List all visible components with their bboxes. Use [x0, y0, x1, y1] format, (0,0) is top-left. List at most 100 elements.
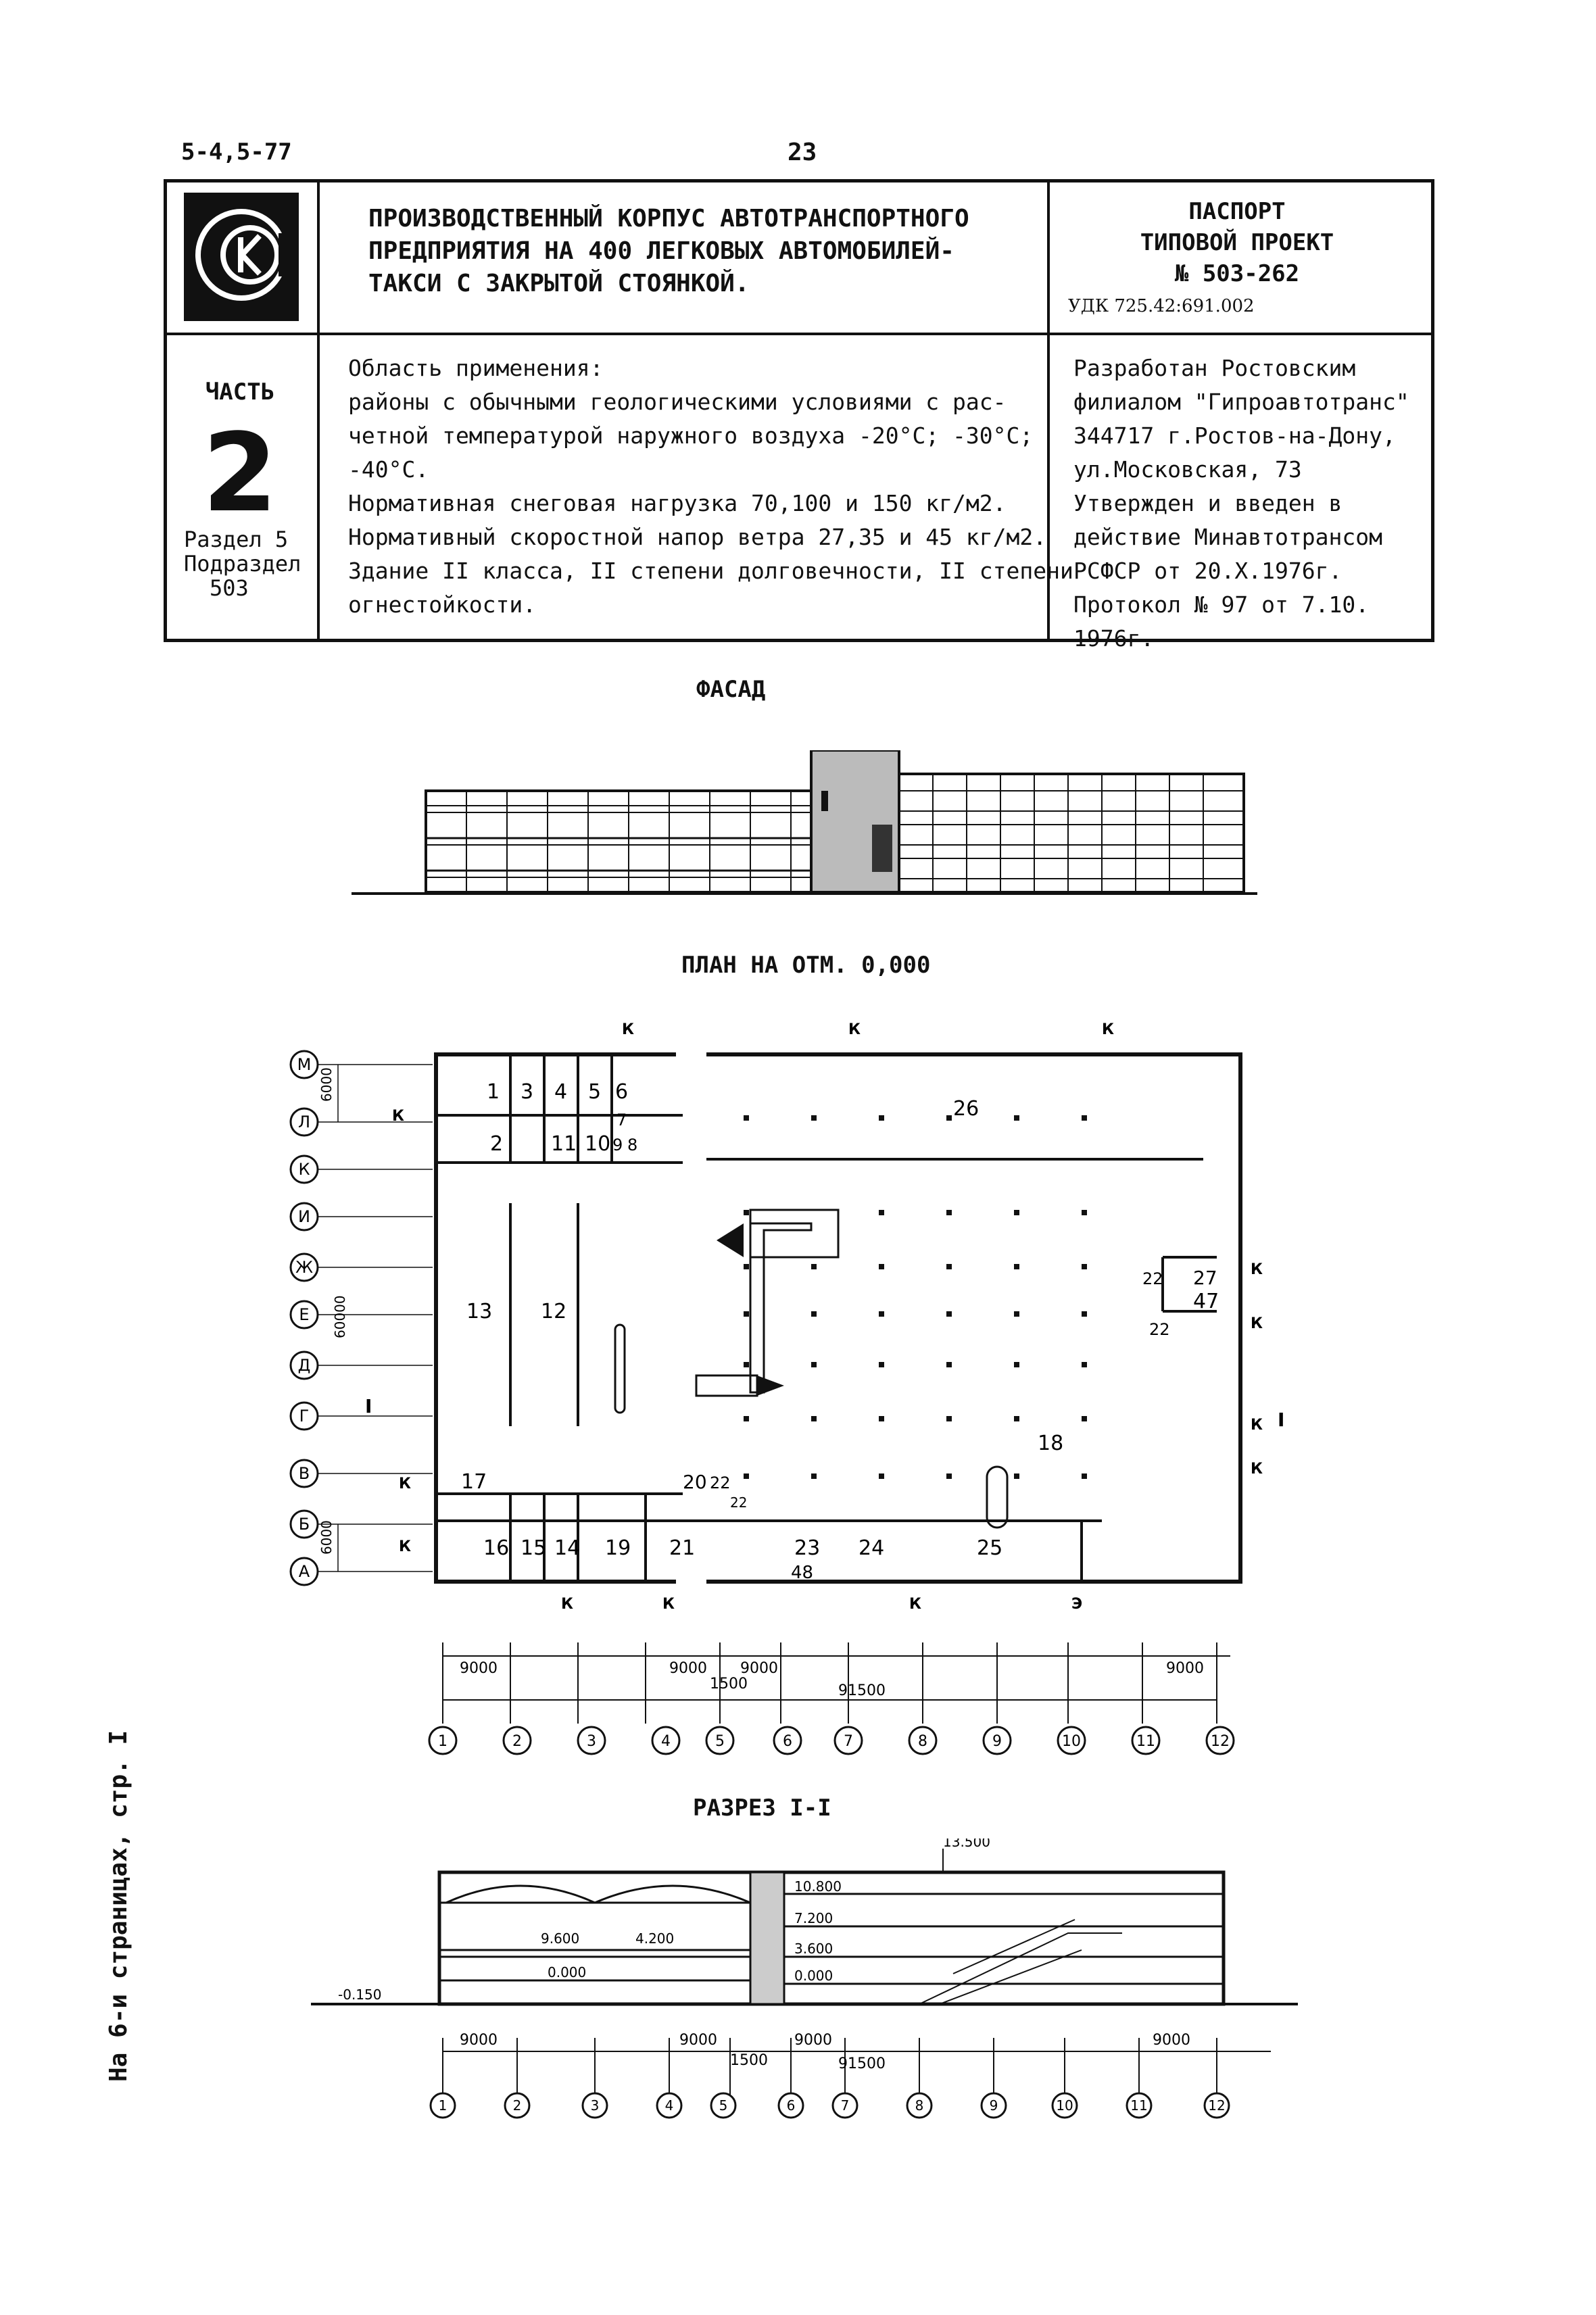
axis-col-label: 5 — [719, 2097, 728, 2114]
application-text: Область применения: районы с обычными ге… — [348, 351, 1073, 622]
room-number: 26 — [953, 1097, 979, 1121]
axis-col-label: 3 — [587, 1733, 596, 1750]
room-number: 18 — [1038, 1432, 1063, 1455]
entrance-mark: К — [909, 1596, 921, 1613]
title-line: ПРЕДПРИЯТИЯ НА 400 ЛЕГКОВЫХ АВТОМОБИЛЕЙ- — [368, 237, 954, 265]
room-number: 3 — [521, 1080, 533, 1104]
publisher-logo — [184, 193, 300, 321]
level-mark: 3.600 — [794, 1941, 833, 1957]
entrance-mark: К — [1251, 1261, 1263, 1278]
entrance-mark: К — [1251, 1417, 1263, 1434]
room-number: 2 — [490, 1132, 503, 1156]
axis-col-label: 12 — [1208, 2097, 1225, 2114]
room-number: 22 — [1142, 1269, 1163, 1288]
page-count-note: На 6-и страницах, стр. I — [105, 1730, 132, 2082]
developer-line: действие Минавтотрансом — [1073, 524, 1382, 550]
dim-9000: 9000 — [460, 2032, 498, 2049]
room-number: 25 — [977, 1536, 1002, 1560]
axis-row-label: Д — [298, 1356, 311, 1375]
dim-9000: 9000 — [740, 1660, 778, 1677]
document-code: 5-4,5-77 — [181, 139, 292, 166]
developer-line: Утвержден и введен в — [1073, 490, 1343, 516]
dim-total: 91500 — [838, 1682, 886, 1699]
entrance-mark: К — [561, 1596, 573, 1613]
udk-code: УДК 725.42:691.002 — [1068, 296, 1255, 316]
title-line: ПРОИЗВОДСТВЕННЫЙ КОРПУС АВТОТРАНСПОРТНОГ… — [368, 205, 969, 233]
application-line: четной температурой наружного воздуха -2… — [348, 422, 1034, 449]
entrance-mark: К — [399, 1538, 411, 1555]
entrance-mark: К — [1251, 1461, 1263, 1478]
subsection-number: 503 — [210, 575, 249, 601]
section-cut-mark: I — [365, 1395, 372, 1417]
facade-label: ФАСАД — [696, 676, 766, 703]
part-label: ЧАСТЬ — [205, 379, 275, 406]
axis-row-label: Л — [298, 1113, 310, 1131]
entrance-mark: К — [1251, 1315, 1263, 1332]
application-line: -40°С. — [348, 456, 429, 483]
passport-line: ТИПОВОЙ ПРОЕКТ — [1140, 229, 1334, 256]
title-block — [164, 179, 1434, 642]
level-mark: -0.150 — [338, 1987, 381, 2003]
entrance-mark: К — [662, 1596, 675, 1613]
axis-col-label: 9 — [992, 1733, 1002, 1750]
room-number: 48 — [791, 1563, 813, 1583]
developer-line: Протокол № 97 от 7.10. — [1073, 591, 1370, 618]
room-number: 14 — [554, 1536, 580, 1560]
room-number: 13 — [466, 1300, 492, 1323]
room-number: 6 — [615, 1080, 628, 1104]
application-line: Здание II класса, II степени долговечнос… — [348, 558, 1073, 584]
dim-total: 91500 — [838, 2055, 886, 2072]
application-line: Нормативный скоростной напор ветра 27,35… — [348, 524, 1047, 550]
axis-col-label: 2 — [513, 2097, 522, 2114]
developer-text: Разработан Ростовским филиалом "Гипроавт… — [1073, 351, 1432, 656]
axis-col-label: 9 — [990, 2097, 998, 2114]
room-number: 22 — [730, 1494, 747, 1511]
room-number: 5 — [588, 1080, 601, 1104]
axis-col-label: 4 — [661, 1733, 671, 1750]
dim-6000: 6000 — [318, 1067, 335, 1102]
dim-9000: 9000 — [460, 1660, 498, 1677]
level-mark: 13.500 — [943, 1838, 990, 1850]
axis-row-label: Е — [299, 1305, 309, 1324]
room-number: 23 — [794, 1536, 820, 1560]
passport-line: ПАСПОРТ — [1188, 198, 1286, 225]
floor-plan: М Л К И Ж Е Д Г В Б А 6000 6000 60000 — [289, 1021, 1284, 1755]
axis-col-label: 8 — [918, 1733, 927, 1750]
room-number: 1 — [487, 1080, 500, 1104]
axis-col-label: 5 — [715, 1733, 725, 1750]
room-number: 22 — [710, 1473, 731, 1492]
passport-block: ПАСПОРТ ТИПОВОЙ ПРОЕКТ № 503-262 — [1055, 196, 1420, 289]
axis-col-label: 2 — [512, 1733, 522, 1750]
level-mark: 10.800 — [794, 1878, 842, 1895]
level-mark: 7.200 — [794, 1910, 833, 1926]
part-section: Раздел 5 Подраздел 503 — [184, 527, 312, 600]
subsection-label: Подраздел — [184, 551, 301, 577]
axis-col-label: 7 — [841, 2097, 850, 2114]
facade-drawing — [352, 750, 1257, 895]
axis-row-label: А — [299, 1562, 310, 1581]
room-number: 27 — [1193, 1267, 1217, 1289]
room-number: 24 — [859, 1536, 884, 1560]
section-label: Раздел 5 — [184, 527, 289, 552]
section-label: РАЗРЕЗ I-I — [693, 1795, 831, 1822]
axis-col-label: 4 — [665, 2097, 674, 2114]
dim-9000: 9000 — [669, 1660, 707, 1677]
room-number: 15 — [521, 1536, 546, 1560]
room-number: 12 — [541, 1300, 566, 1323]
page-number: 23 — [788, 139, 817, 166]
axis-col-label: 11 — [1136, 1733, 1155, 1750]
room-number: 10 — [585, 1132, 610, 1156]
axis-row-label: М — [297, 1055, 312, 1074]
level-mark: 0.000 — [548, 1964, 586, 1980]
axis-col-label: 1 — [439, 2097, 448, 2114]
application-line: огнестойкости. — [348, 591, 537, 618]
title-line: ТАКСИ С ЗАКРЫТОЙ СТОЯНКОЙ. — [368, 270, 750, 297]
axis-col-label: 12 — [1211, 1733, 1230, 1750]
axis-col-label: 6 — [787, 2097, 796, 2114]
axis-row-label: К — [298, 1160, 310, 1179]
entrance-mark: К — [622, 1021, 634, 1038]
axis-row-label: И — [298, 1207, 310, 1226]
dim-1500: 1500 — [710, 1676, 748, 1692]
dim-6000: 6000 — [318, 1520, 335, 1555]
developer-line: 1976г. — [1073, 625, 1155, 652]
